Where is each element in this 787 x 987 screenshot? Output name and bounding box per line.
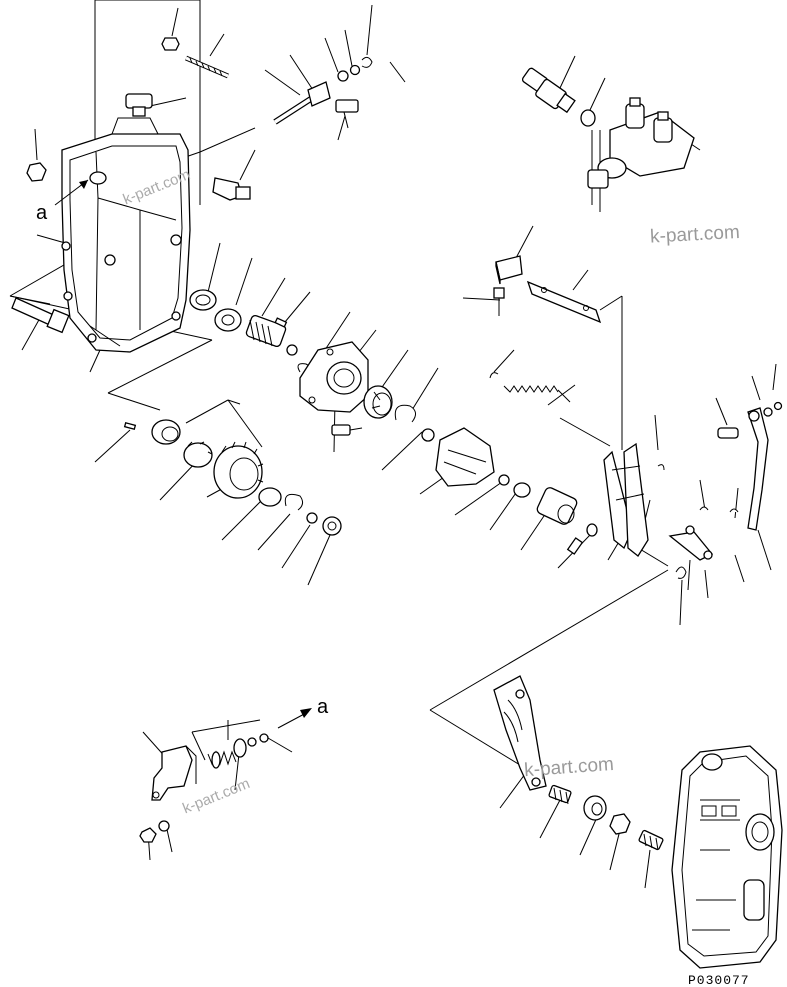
bolt [331,424,363,436]
gear [183,441,213,468]
reference-a-bottom: a [317,696,329,718]
washer [773,401,783,411]
nut [161,37,180,51]
watermark-left-bottom: k-part.com [180,775,252,817]
bolt [212,177,251,201]
nut [609,813,631,835]
bushing [189,289,217,311]
washer [158,820,170,832]
adjust-screw [548,784,572,805]
washer [421,428,435,442]
snap-ring [489,372,499,379]
sleeve [513,482,531,498]
bracket [495,255,523,285]
bolt [493,287,505,316]
right-top-parts [521,67,695,212]
gear-train [123,289,598,555]
gear [151,419,181,445]
washer [586,523,598,537]
washer [349,64,361,76]
plug [125,93,153,117]
gasket [580,109,596,127]
stud-bolt [185,55,229,79]
stop-lever [747,407,769,531]
injection-pump [587,97,695,212]
spring [207,750,237,769]
washer [498,474,510,486]
snap-ring [657,464,665,471]
throttle-lever [493,675,547,791]
lower-right-parts [493,675,783,969]
adjust-bolt [638,829,664,851]
lever-shaft [273,81,331,125]
washer [306,512,318,524]
bushing [583,795,607,821]
pin [717,427,739,439]
governor-housing [26,117,191,353]
governor-cover [671,745,783,969]
key [274,317,288,328]
drawing-code: P030077 [688,973,750,987]
snap-ring [394,404,416,423]
long-bolt [11,297,70,334]
flyweight-holder [435,427,495,487]
key [123,421,137,431]
watermark-main: k-part.com [650,222,741,248]
snap-ring [284,493,304,511]
snap-ring [699,506,709,511]
nut [139,827,157,843]
washer [259,733,269,743]
fuel-cut-solenoid [521,67,576,114]
lower-left-parts [139,708,312,843]
washer [247,737,257,747]
lever-plate [151,745,197,801]
o-ring [258,487,282,507]
spring-clip [675,566,687,579]
cotter-pin [361,56,373,68]
governor-spring [503,385,571,403]
top-small-parts [125,37,373,201]
nut [26,162,47,182]
sleeve [536,487,578,525]
reference-a-top: a [36,202,48,224]
spring-seat [233,738,247,758]
pinion-shaft [245,314,298,356]
pin [566,537,584,555]
bolt [335,99,359,129]
nut [322,516,342,536]
link-rod [668,525,714,561]
large-gear [213,441,264,499]
bearing-housing [299,341,369,413]
washer [763,407,773,417]
bearing [363,385,393,419]
gear [214,308,242,332]
snap-ring [729,508,739,513]
plate [526,280,602,324]
linkage-parts [489,255,783,579]
governor-lever [603,442,649,557]
washer [337,70,349,82]
